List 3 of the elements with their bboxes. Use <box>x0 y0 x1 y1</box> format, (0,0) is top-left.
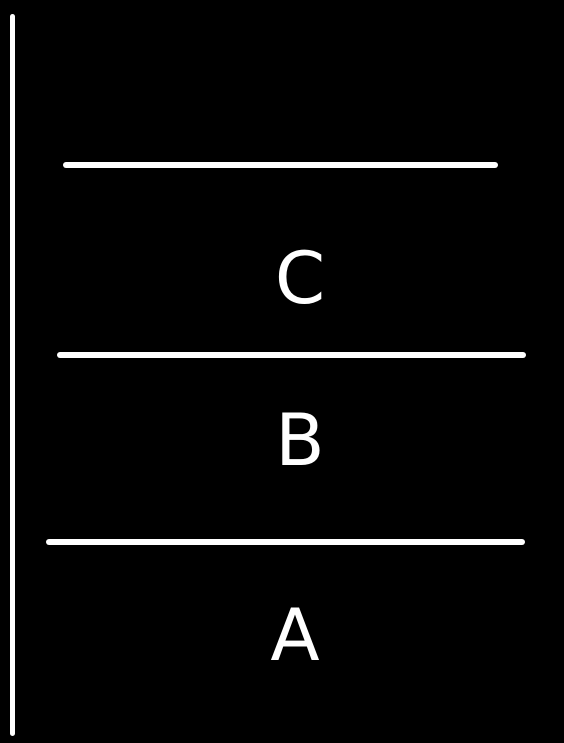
layer-label: C <box>274 242 326 314</box>
layer-label: B <box>275 404 325 476</box>
layer-label: A <box>270 599 320 671</box>
